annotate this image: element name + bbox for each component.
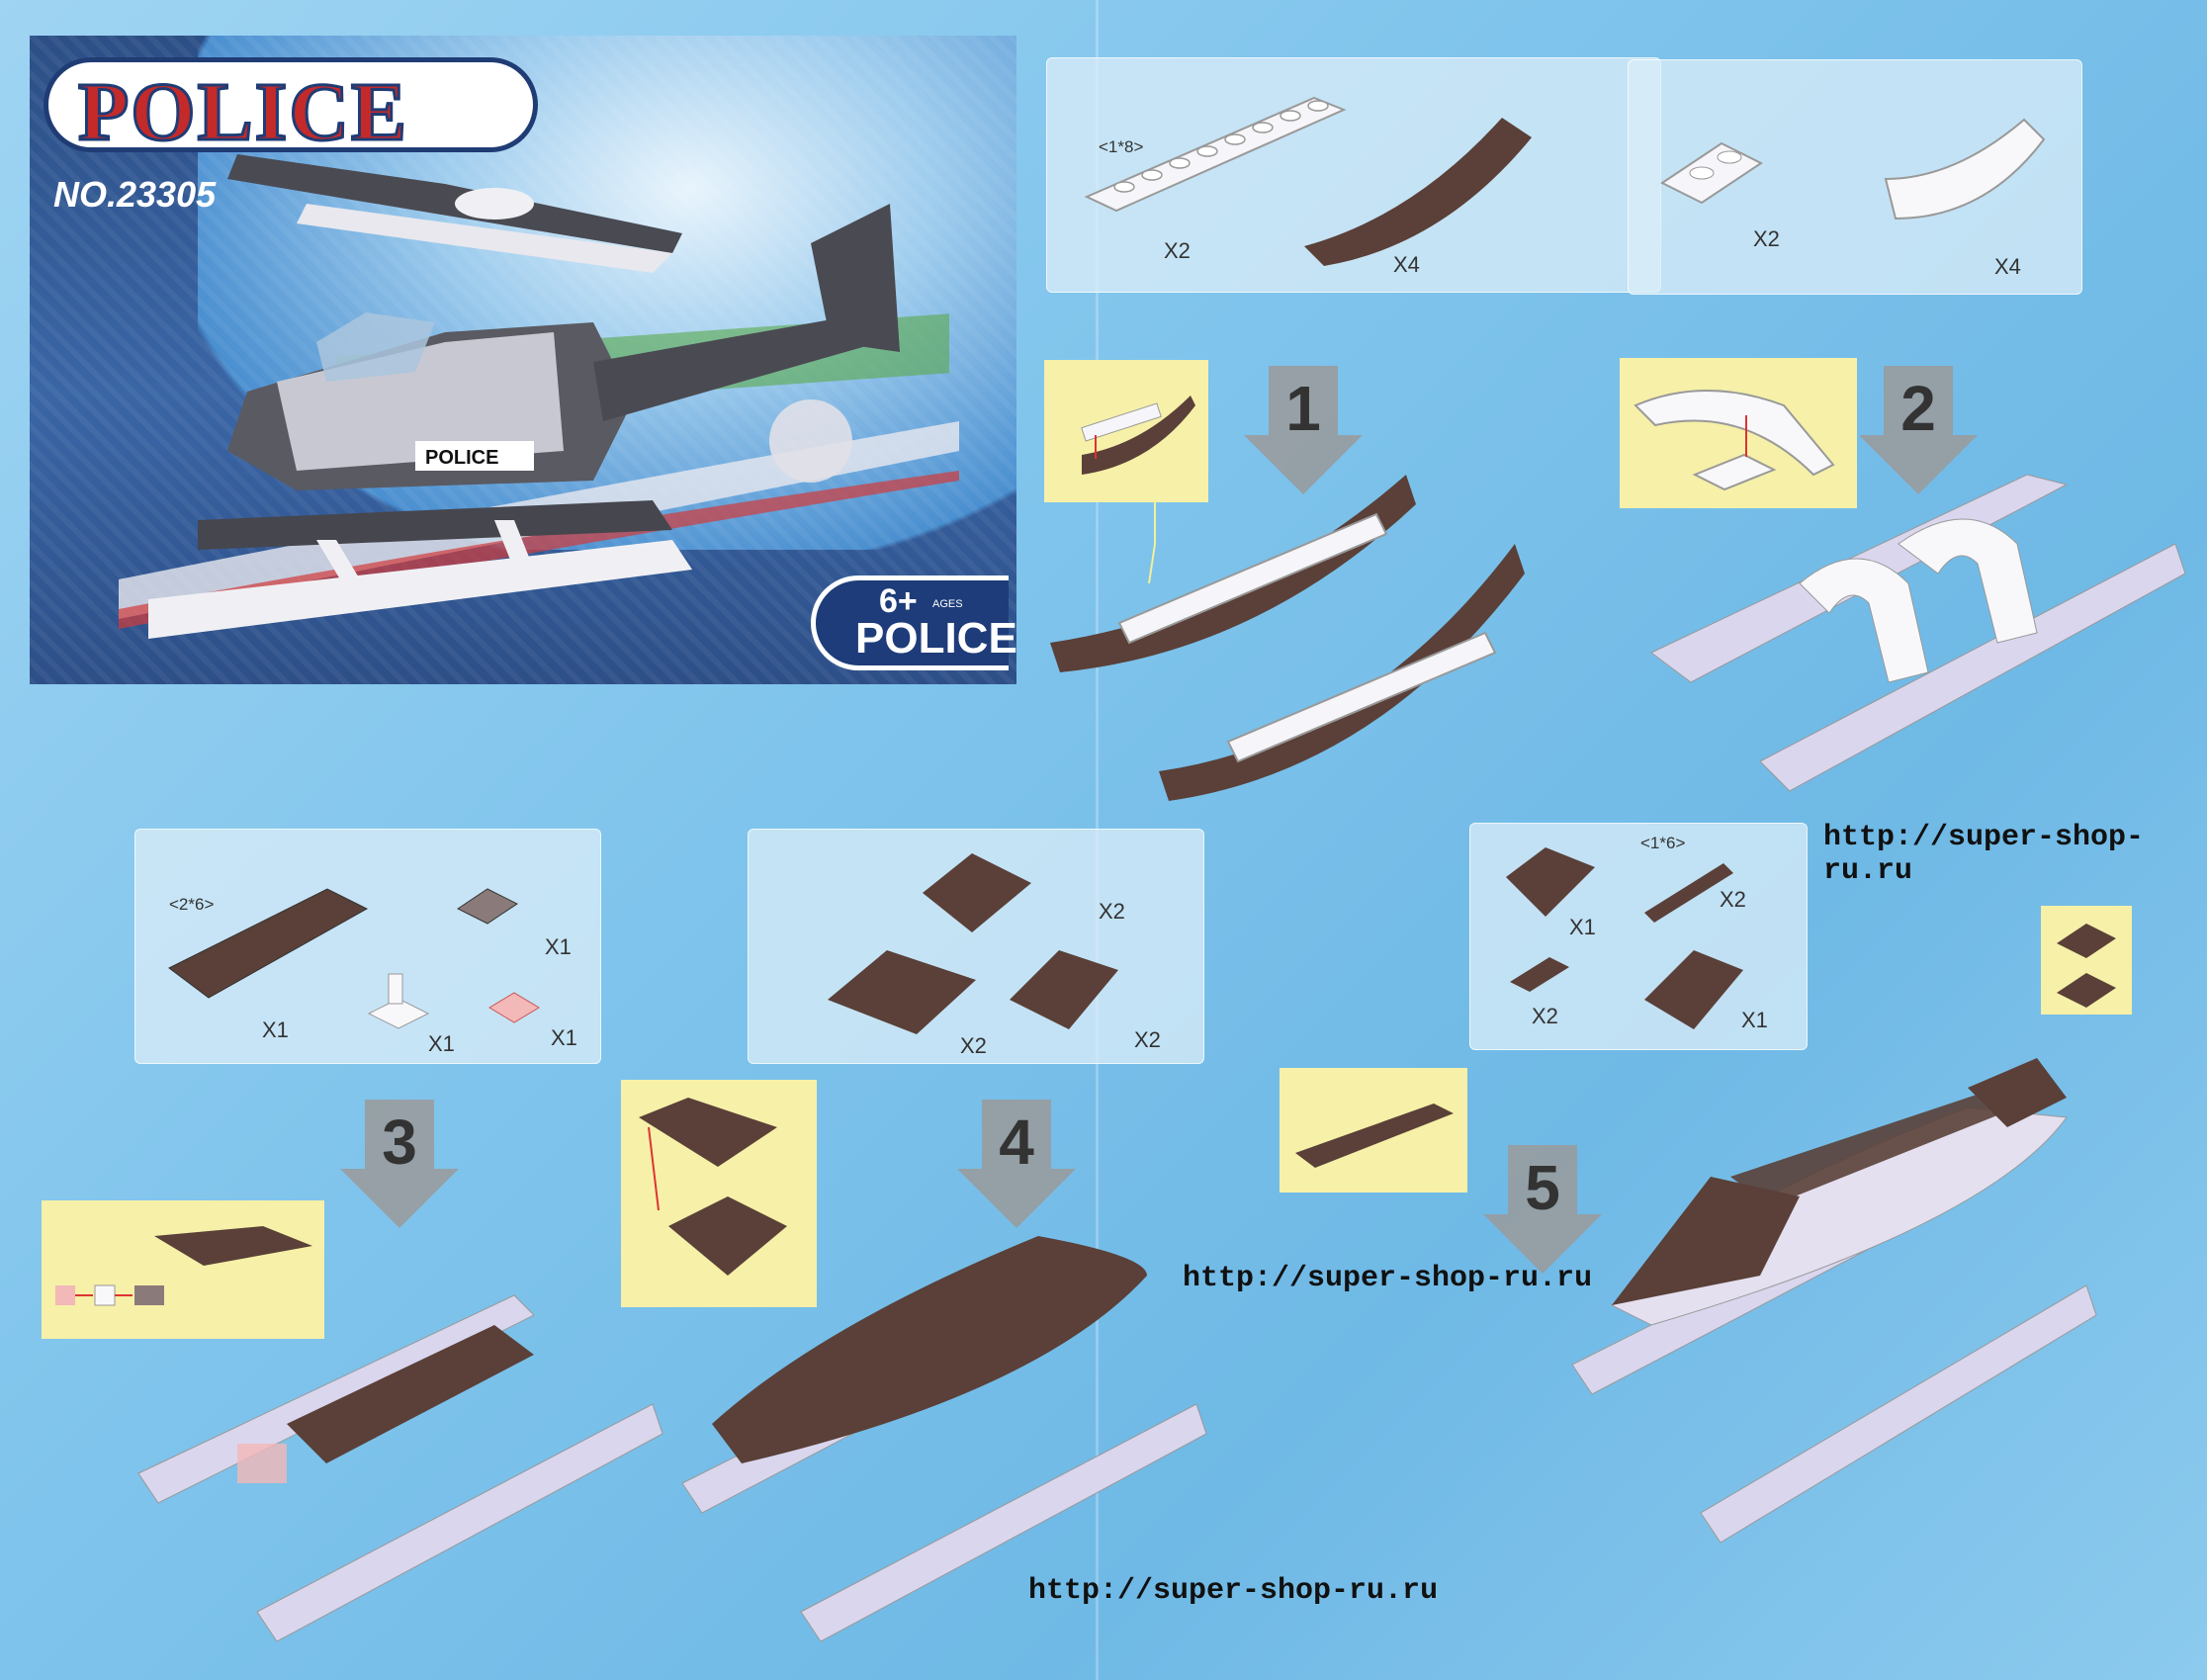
- plate-2x6-icon: [168, 888, 369, 999]
- brown-slope-large-icon: [1644, 950, 1743, 1029]
- helicopter-illustration: POLICE: [119, 154, 959, 639]
- part-quantity: X2: [960, 1033, 987, 1058]
- step-4-parts-panel: X2 X2 X2: [748, 829, 1204, 1064]
- step-5-parts-panel: X1 <1*6> X2 X2 X1: [1469, 823, 1808, 1050]
- step-5-callout-b-art: [2057, 924, 2116, 1008]
- step-3-callout-art: [55, 1226, 312, 1306]
- step-1-callout: [1044, 360, 1208, 502]
- part-quantity: X1: [1741, 1008, 1768, 1032]
- plate-1x2-brown-icon: [1510, 957, 1569, 992]
- part-quantity: X1: [545, 934, 572, 959]
- step-3-arrow: 3: [340, 1100, 459, 1228]
- step-2-assembly: [1650, 474, 2186, 792]
- step-4-callout-art: [639, 1098, 787, 1276]
- logo-text: POLICE: [76, 65, 409, 160]
- part-quantity: X2: [1753, 226, 1780, 251]
- part-quantity: X2: [1099, 899, 1125, 924]
- part-quantity: X1: [428, 1031, 455, 1056]
- white-arch-icon: [1884, 118, 2046, 221]
- part-quantity: X2: [1720, 887, 1746, 912]
- plate-1x2-icon: [1660, 141, 1763, 205]
- step-2-arrow: 2: [1859, 366, 1978, 494]
- police-logo: POLICE: [44, 57, 538, 160]
- part-quantity: X2: [1164, 238, 1191, 263]
- part-dimension: <1*8>: [1099, 137, 1144, 156]
- step-number: 5: [1525, 1152, 1560, 1223]
- step-3-assembly: [137, 1294, 663, 1642]
- brown-wedge-icon: [923, 853, 1031, 932]
- red-transparent-icon: [488, 992, 540, 1023]
- step-1-assembly: [1050, 475, 1525, 801]
- step-number: 1: [1285, 373, 1321, 444]
- part-quantity: X1: [551, 1025, 577, 1050]
- age-badge: 6+ AGES POLICE: [811, 575, 1016, 670]
- watermark-url-3: http://super-shop-ru.ru: [1028, 1574, 1439, 1608]
- part-dimension: <2*6>: [169, 895, 215, 914]
- step-1-parts-panel: <1*8> X2 X4: [1046, 57, 1661, 293]
- gray-clip-icon: [457, 888, 518, 925]
- part-quantity: X4: [1994, 254, 2021, 279]
- step-4-assembly: [681, 1236, 1207, 1642]
- part-quantity: X1: [1569, 915, 1596, 939]
- watermark-url-2: http://super-shop-ru.ru: [1183, 1262, 1593, 1295]
- watermark-url-1: http://super-shop-ru.ru: [1823, 821, 2145, 888]
- white-lever-icon: [367, 973, 430, 1029]
- heli-police-text: POLICE: [425, 447, 498, 469]
- part-quantity: X2: [1134, 1027, 1161, 1052]
- part-dimension: <1*6>: [1640, 834, 1686, 852]
- step-2-parts-panel: X2 X4: [1628, 59, 2082, 295]
- part-quantity: X1: [262, 1017, 289, 1042]
- step-5-callout-a-art: [1295, 1104, 1454, 1168]
- step-1-callout-art: [1081, 396, 1195, 475]
- part-quantity: X2: [1532, 1004, 1558, 1028]
- step-5-arrow: 5: [1483, 1145, 1602, 1274]
- brown-slope-icon: [1304, 118, 1532, 266]
- cover-image: POLICE NO.23305 POLICE 6+ AGES POLICE: [30, 36, 1016, 684]
- brown-corner-icon: [1010, 950, 1118, 1029]
- step-5-assembly: [1571, 1058, 2097, 1544]
- step-4-arrow: 4: [957, 1100, 1076, 1228]
- step-1-arrow: 1: [1244, 366, 1363, 494]
- step-number: 2: [1900, 373, 1936, 444]
- part-quantity: X4: [1393, 252, 1420, 277]
- step-3-parts-panel: <2*6> X1 X1 X1 X1: [134, 829, 601, 1064]
- step-3-callout: [42, 1200, 324, 1339]
- plate-1x8-icon: [1084, 96, 1347, 213]
- step-number: 3: [382, 1106, 417, 1178]
- plate-1x6-icon: [1644, 863, 1733, 923]
- model-number: NO.23305: [53, 174, 217, 215]
- step-2-callout-art: [1633, 390, 1835, 491]
- brown-inverted-slope-icon: [828, 950, 976, 1034]
- brown-wedge-small-icon: [1506, 847, 1595, 917]
- step-number: 4: [999, 1106, 1034, 1178]
